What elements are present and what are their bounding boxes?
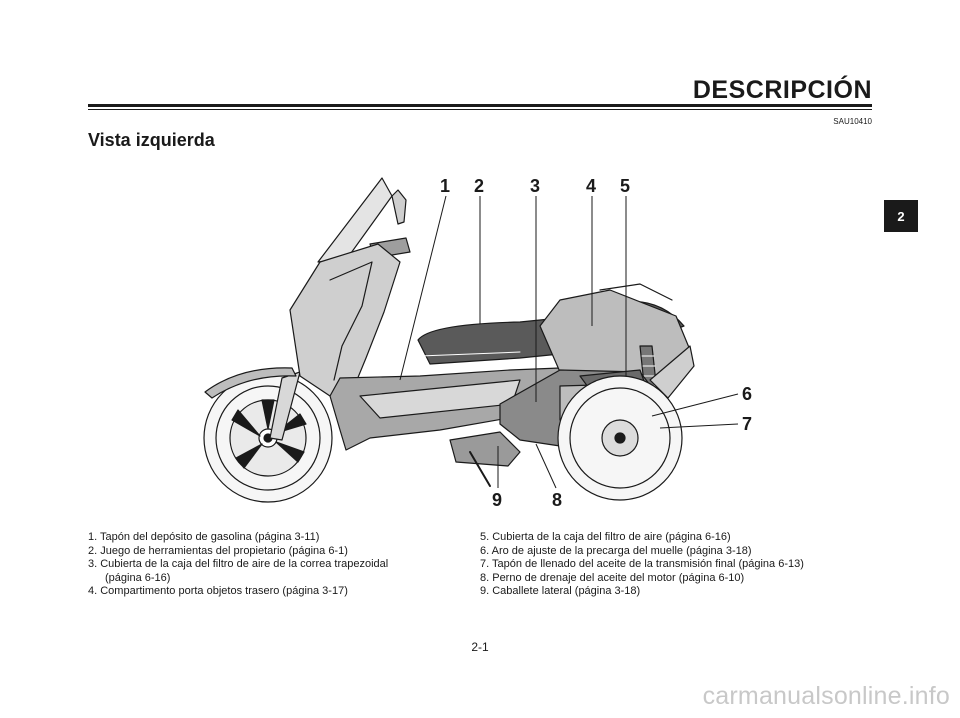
legend-text: 9. Caballete lateral (página 3-18) (480, 585, 641, 597)
callout-5: 5 (620, 176, 630, 196)
legend-item: 8. Perno de drenaje del aceite del motor… (480, 572, 880, 586)
chapter-tab[interactable]: 2 (884, 200, 918, 232)
section-title: Vista izquierda (88, 130, 215, 150)
legend-item: 5. Cubierta de la caja del filtro de air… (480, 531, 880, 545)
legend-item: 9. Caballete lateral (página 3-18) (480, 585, 880, 599)
callout-4: 4 (586, 176, 596, 196)
legend-item: 7. Tapón de llenado del aceite de la tra… (480, 558, 880, 572)
legend-text: 7. Tapón de llenado del aceite de la tra… (480, 558, 804, 570)
callout-3: 3 (530, 176, 540, 196)
legend-item: 2. Juego de herramientas del propietario… (88, 545, 468, 559)
callout-9: 9 (492, 490, 502, 510)
callout-7: 7 (742, 414, 752, 434)
legend-left: 1. Tapón del depósito de gasolina (págin… (88, 531, 468, 599)
header-rule-thick (88, 104, 872, 107)
legend-text: 5. Cubierta de la caja del filtro de air… (480, 531, 731, 543)
document-code: SAU10410 (833, 117, 872, 126)
callout-1: 1 (440, 176, 450, 196)
legend-right: 5. Cubierta de la caja del filtro de air… (480, 531, 880, 599)
legend-text-continued: (página 6-16) (105, 571, 171, 584)
callout-2: 2 (474, 176, 484, 196)
rear-wheel (557, 375, 683, 501)
legend-text: 3. Cubierta de la caja del filtro de air… (88, 558, 389, 570)
watermark: carmanualsonline.info (702, 682, 950, 710)
callout-6: 6 (742, 384, 752, 404)
legend-text: 6. Aro de ajuste de la precarga del muel… (480, 544, 752, 557)
legend-text: 8. Perno de drenaje del aceite del motor… (480, 571, 745, 584)
header-rule-thin (88, 109, 872, 110)
front-wheel (203, 373, 333, 503)
legend-item: 6. Aro de ajuste de la precarga del muel… (480, 545, 880, 559)
legend-text: 4. Compartimento porta objetos trasero (… (88, 585, 348, 597)
legend-item: 3. Cubierta de la caja del filtro de air… (88, 558, 468, 585)
callout-8: 8 (552, 490, 562, 510)
legend-item: 4. Compartimento porta objetos trasero (… (88, 585, 468, 599)
legend-item: 1. Tapón del depósito de gasolina (págin… (88, 531, 468, 545)
legend-text: 2. Juego de herramientas del propietario… (88, 544, 348, 557)
page-header-title: DESCRIPCIÓN (692, 76, 872, 104)
page-number: 2-1 (471, 640, 489, 654)
legend-text: 1. Tapón del depósito de gasolina (págin… (88, 531, 320, 543)
